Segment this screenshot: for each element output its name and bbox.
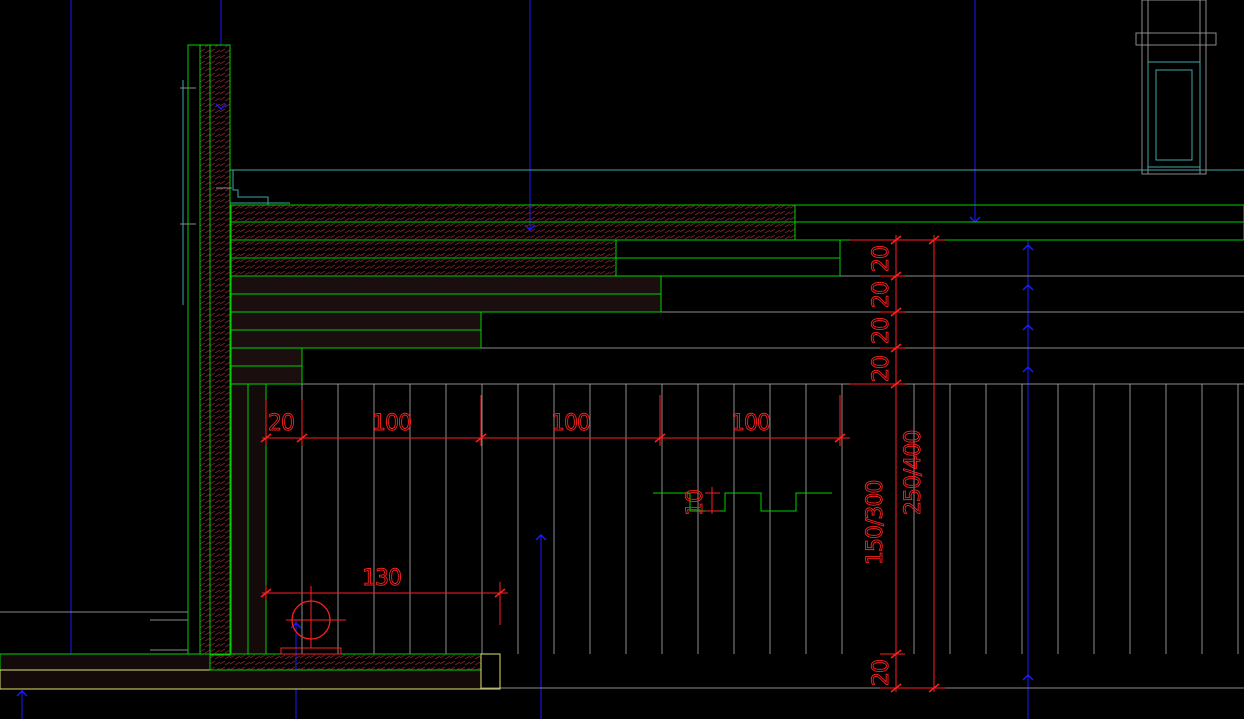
column-detail bbox=[1135, 0, 1217, 175]
dim-bay-2: 100 bbox=[551, 411, 590, 436]
dim-bay-3: 100 bbox=[731, 411, 770, 436]
axis-arrows bbox=[16, 103, 1034, 697]
floor-build-up bbox=[230, 204, 1244, 385]
bottom-slab bbox=[0, 653, 501, 690]
dim-pipe-offset: 130 bbox=[362, 566, 401, 591]
dim-tongue: 10 bbox=[683, 490, 708, 516]
grey-lines bbox=[0, 275, 1244, 689]
dimension-labels: 20 100 100 100 130 10 20 20 20 20 20 150… bbox=[268, 246, 927, 687]
pipe-symbol bbox=[280, 586, 346, 655]
dimension-ticks bbox=[260, 235, 940, 693]
tongue-profile bbox=[653, 492, 832, 512]
dim-layer-3: 20 bbox=[869, 318, 894, 344]
dim-outer-height: 250/400 bbox=[901, 431, 926, 515]
dim-layer-1: 20 bbox=[869, 246, 894, 272]
wall-section bbox=[180, 44, 232, 656]
inner-lining bbox=[230, 383, 267, 655]
dim-top-gap: 20 bbox=[268, 411, 294, 436]
dim-bay-1: 100 bbox=[372, 411, 411, 436]
dim-bottom-layer: 20 bbox=[869, 660, 894, 686]
top-profile bbox=[230, 169, 1244, 205]
axis-lines bbox=[21, 0, 1029, 719]
dim-inner-height: 150/300 bbox=[863, 481, 888, 565]
dim-layer-4: 20 bbox=[869, 356, 894, 382]
board-lines bbox=[265, 384, 1239, 654]
dim-layer-2: 20 bbox=[869, 282, 894, 308]
